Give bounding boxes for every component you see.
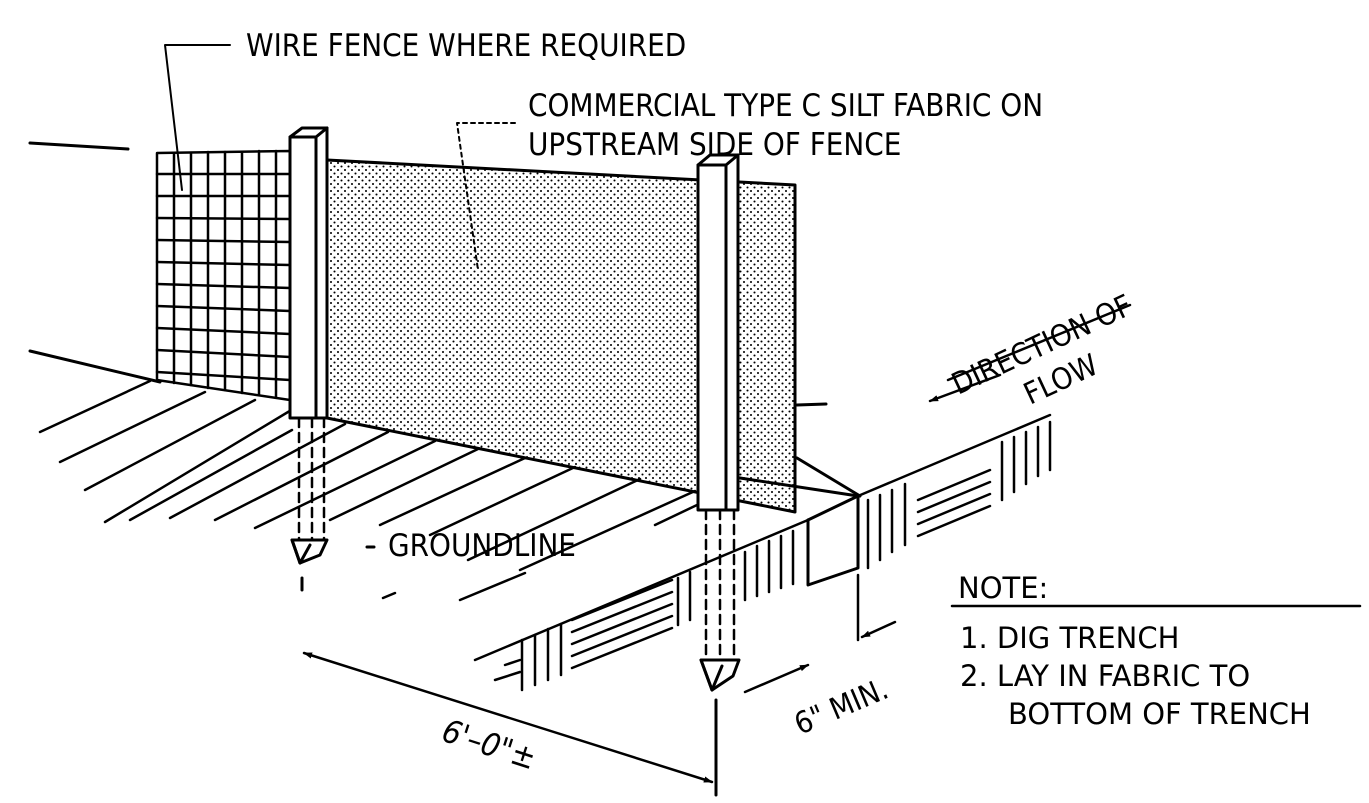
trench-depth-dimension-line	[743, 663, 810, 694]
note-item-1: 1. DIG TRENCH	[960, 621, 1179, 655]
far-edge-line-upper	[28, 141, 130, 151]
fence-post-right	[696, 153, 741, 797]
wire-fence-mesh	[155, 149, 292, 402]
silt-fabric-label-line1: COMMERCIAL TYPE C SILT FABRIC ON	[528, 88, 1043, 124]
trench-depth-arrow	[860, 620, 897, 639]
wire-fence-leader	[164, 44, 231, 191]
post-spacing-label: 6'–0"±	[438, 711, 541, 777]
silt-fabric-leader	[456, 122, 516, 271]
flow-direction-arrow	[928, 373, 1002, 403]
trench-depth-label: 6" MIN.	[789, 672, 893, 743]
flow-direction-tail	[946, 303, 1132, 382]
fence-post-left	[288, 126, 329, 592]
wire-fence-label: WIRE FENCE WHERE REQUIRED	[246, 28, 686, 64]
groundline-label: GROUNDLINE	[388, 528, 576, 564]
note-heading: NOTE:	[958, 571, 1048, 605]
note-item-2-line2: BOTTOM OF TRENCH	[1008, 697, 1311, 731]
ground-hatching-left	[38, 379, 699, 602]
ground-hatching-right	[856, 413, 1052, 570]
trench	[738, 402, 862, 587]
far-edge-line-lower	[28, 349, 162, 384]
post-spacing-dimension-line	[302, 651, 714, 784]
silt-fabric-label-line2: UPSTREAM SIDE OF FENCE	[528, 127, 901, 163]
note-item-2-line1: 2. LAY IN FABRIC TO	[960, 659, 1250, 693]
